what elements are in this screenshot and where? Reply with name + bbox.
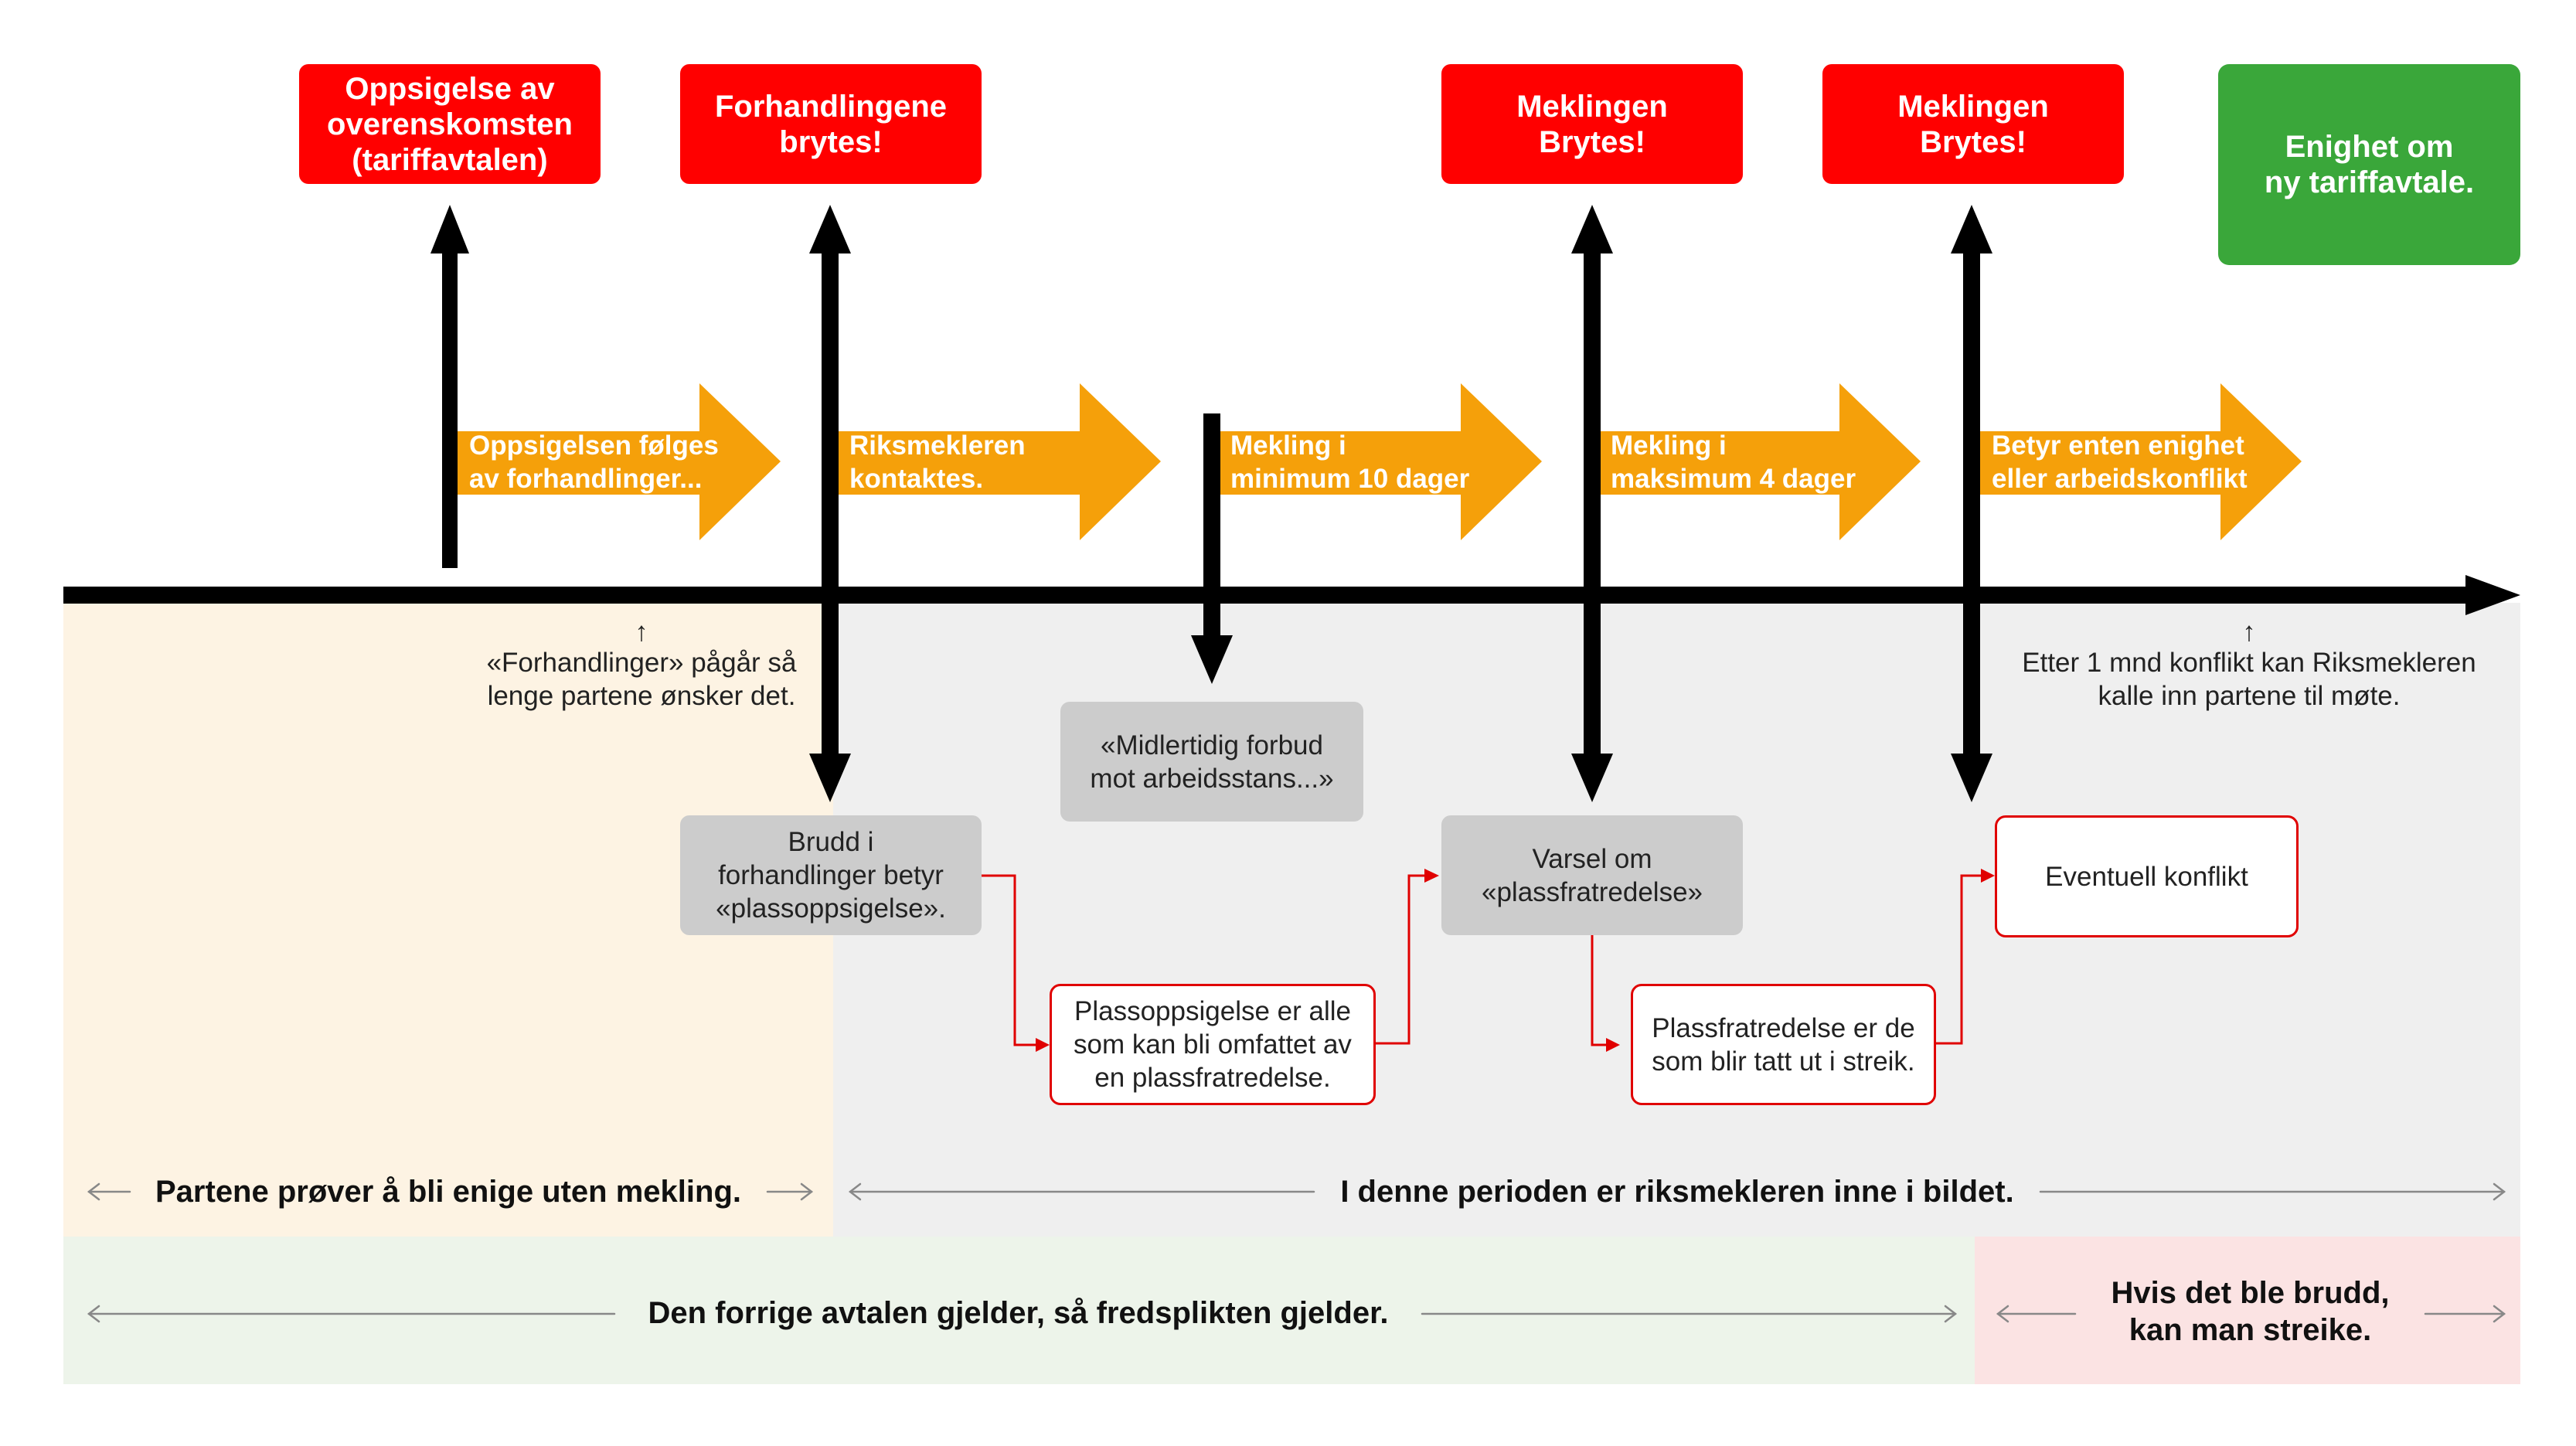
- red-connector-heads: [1036, 869, 1995, 1052]
- orange-arrow-5: [1979, 383, 2302, 540]
- arrow-label-line: kontaktes.: [849, 464, 984, 494]
- grey-box-line: forhandlinger betyr: [718, 860, 944, 890]
- orange-arrow-label-1: Oppsigelsen følges av forhandlinger...: [469, 429, 719, 495]
- white-box-line: som blir tatt ut i streik.: [1652, 1046, 1915, 1077]
- top-box-meklingen-brytes-2: Meklingen Brytes!: [1822, 64, 2124, 184]
- band-label-line: Hvis det ble brudd,: [2111, 1276, 2390, 1310]
- arrow-label-line: Mekling i: [1230, 430, 1346, 461]
- white-box-plassfratredelse: Plassfratredelse er de som blir tatt ut …: [1631, 984, 1936, 1105]
- grey-box-line: «Midlertidig forbud: [1101, 730, 1323, 760]
- top-box-line: Brytes!: [1920, 124, 2026, 159]
- band-label-fredsplikt: Den forrige avtalen gjelder, så fredspli…: [618, 1293, 1418, 1333]
- top-box-line: Meklingen: [1516, 89, 1668, 124]
- orange-arrow-2: [837, 383, 1161, 540]
- white-box-line: Plassfratredelse er de: [1652, 1012, 1915, 1043]
- white-box-plassoppsigelse: Plassoppsigelse er alle som kan bli omfa…: [1050, 984, 1376, 1105]
- note-line: kalle inn partene til møte.: [2098, 681, 2401, 711]
- grey-box-line: Brudd i: [788, 827, 874, 857]
- note-etter-konflikt: ↑ Etter 1 mnd konflikt kan Riksmekleren …: [1979, 618, 2520, 713]
- arrow-label-line: Betyr enten enighet: [1992, 430, 2244, 461]
- vertical-arrows: [430, 205, 1992, 802]
- arrow-label-line: Mekling i: [1611, 430, 1727, 461]
- orange-arrow-1: [456, 383, 781, 540]
- top-box-enighet: Enighet om ny tariffavtale.: [2218, 64, 2520, 265]
- note-line: Etter 1 mnd konflikt kan Riksmekleren: [2022, 648, 2476, 678]
- orange-arrow-label-4: Mekling i maksimum 4 dager: [1611, 429, 1856, 495]
- main-timeline: [63, 575, 2520, 615]
- arrow-label-line: maksimum 4 dager: [1611, 464, 1856, 494]
- arrow-label-line: eller arbeidskonflikt: [1992, 464, 2248, 494]
- top-box-line: overenskomsten: [327, 107, 573, 141]
- top-box-line: ny tariffavtale.: [2264, 165, 2475, 199]
- orange-arrow-label-2: Riksmekleren kontaktes.: [849, 429, 1026, 495]
- arrow-label-line: Oppsigelsen følges: [469, 430, 719, 461]
- orange-arrow-shapes: [456, 383, 2302, 540]
- up-arrow-icon: ↑: [2242, 617, 2256, 647]
- top-box-line: Enighet om: [2285, 130, 2454, 164]
- white-box-line: Plassoppsigelse er alle: [1074, 996, 1351, 1026]
- up-arrow-icon: ↑: [635, 617, 648, 647]
- top-box-line: brytes!: [779, 124, 883, 159]
- top-box-oppsigelse: Oppsigelse av overenskomsten (tariffavta…: [299, 64, 601, 184]
- band-label-uten-mekling: Partene prøver å bli enige uten mekling.: [131, 1172, 765, 1212]
- grey-box-line: «plassoppsigelse».: [716, 893, 946, 924]
- white-box-line: Eventuell konflikt: [2045, 861, 2248, 892]
- arrow-label-line: Riksmekleren: [849, 430, 1026, 461]
- band-label-streike: Hvis det ble brudd, kan man streike.: [2079, 1268, 2421, 1355]
- grey-box-midlertidig-forbud: «Midlertidig forbud mot arbeidsstans...»: [1060, 702, 1363, 822]
- band-label-line: kan man streike.: [2129, 1313, 2372, 1347]
- arrow-label-line: av forhandlinger...: [469, 464, 703, 494]
- top-box-line: Forhandlingene: [715, 89, 947, 124]
- band-label-riksmekleren: I denne perioden er riksmekleren inne i …: [1318, 1172, 2037, 1212]
- band-arrows: [87, 1182, 2506, 1323]
- grey-box-line: mot arbeidsstans...»: [1090, 763, 1334, 794]
- grey-box-line: «plassfratredelse»: [1482, 876, 1703, 907]
- top-box-line: (tariffavtalen): [352, 142, 548, 177]
- white-box-eventuell-konflikt: Eventuell konflikt: [1995, 815, 2299, 937]
- top-box-line: Oppsigelse av: [345, 71, 555, 106]
- orange-arrow-label-3: Mekling i minimum 10 dager: [1230, 429, 1469, 495]
- grey-box-brudd: Brudd i forhandlinger betyr «plassoppsig…: [680, 815, 982, 935]
- white-box-line: en plassfratredelse.: [1094, 1063, 1331, 1093]
- white-box-line: som kan bli omfattet av: [1074, 1029, 1352, 1060]
- note-forhandlinger: ↑ «Forhandlinger» pågår så lenge partene…: [433, 618, 850, 713]
- top-box-line: Brytes!: [1539, 124, 1645, 159]
- top-box-meklingen-brytes-1: Meklingen Brytes!: [1441, 64, 1743, 184]
- orange-arrow-label-5: Betyr enten enighet eller arbeidskonflik…: [1992, 429, 2248, 495]
- top-box-line: Meklingen: [1897, 89, 2049, 124]
- arrow-label-line: minimum 10 dager: [1230, 464, 1470, 494]
- red-connectors: [980, 874, 1985, 1046]
- orange-arrow-4: [1598, 383, 1921, 540]
- grey-box-line: Varsel om: [1532, 843, 1652, 874]
- note-line: «Forhandlinger» pågår så: [486, 648, 797, 678]
- orange-arrow-3: [1217, 383, 1542, 540]
- top-box-forhandlingene-brytes: Forhandlingene brytes!: [680, 64, 982, 184]
- grey-box-varsel: Varsel om «plassfratredelse»: [1441, 815, 1743, 935]
- note-line: lenge partene ønsker det.: [487, 681, 796, 711]
